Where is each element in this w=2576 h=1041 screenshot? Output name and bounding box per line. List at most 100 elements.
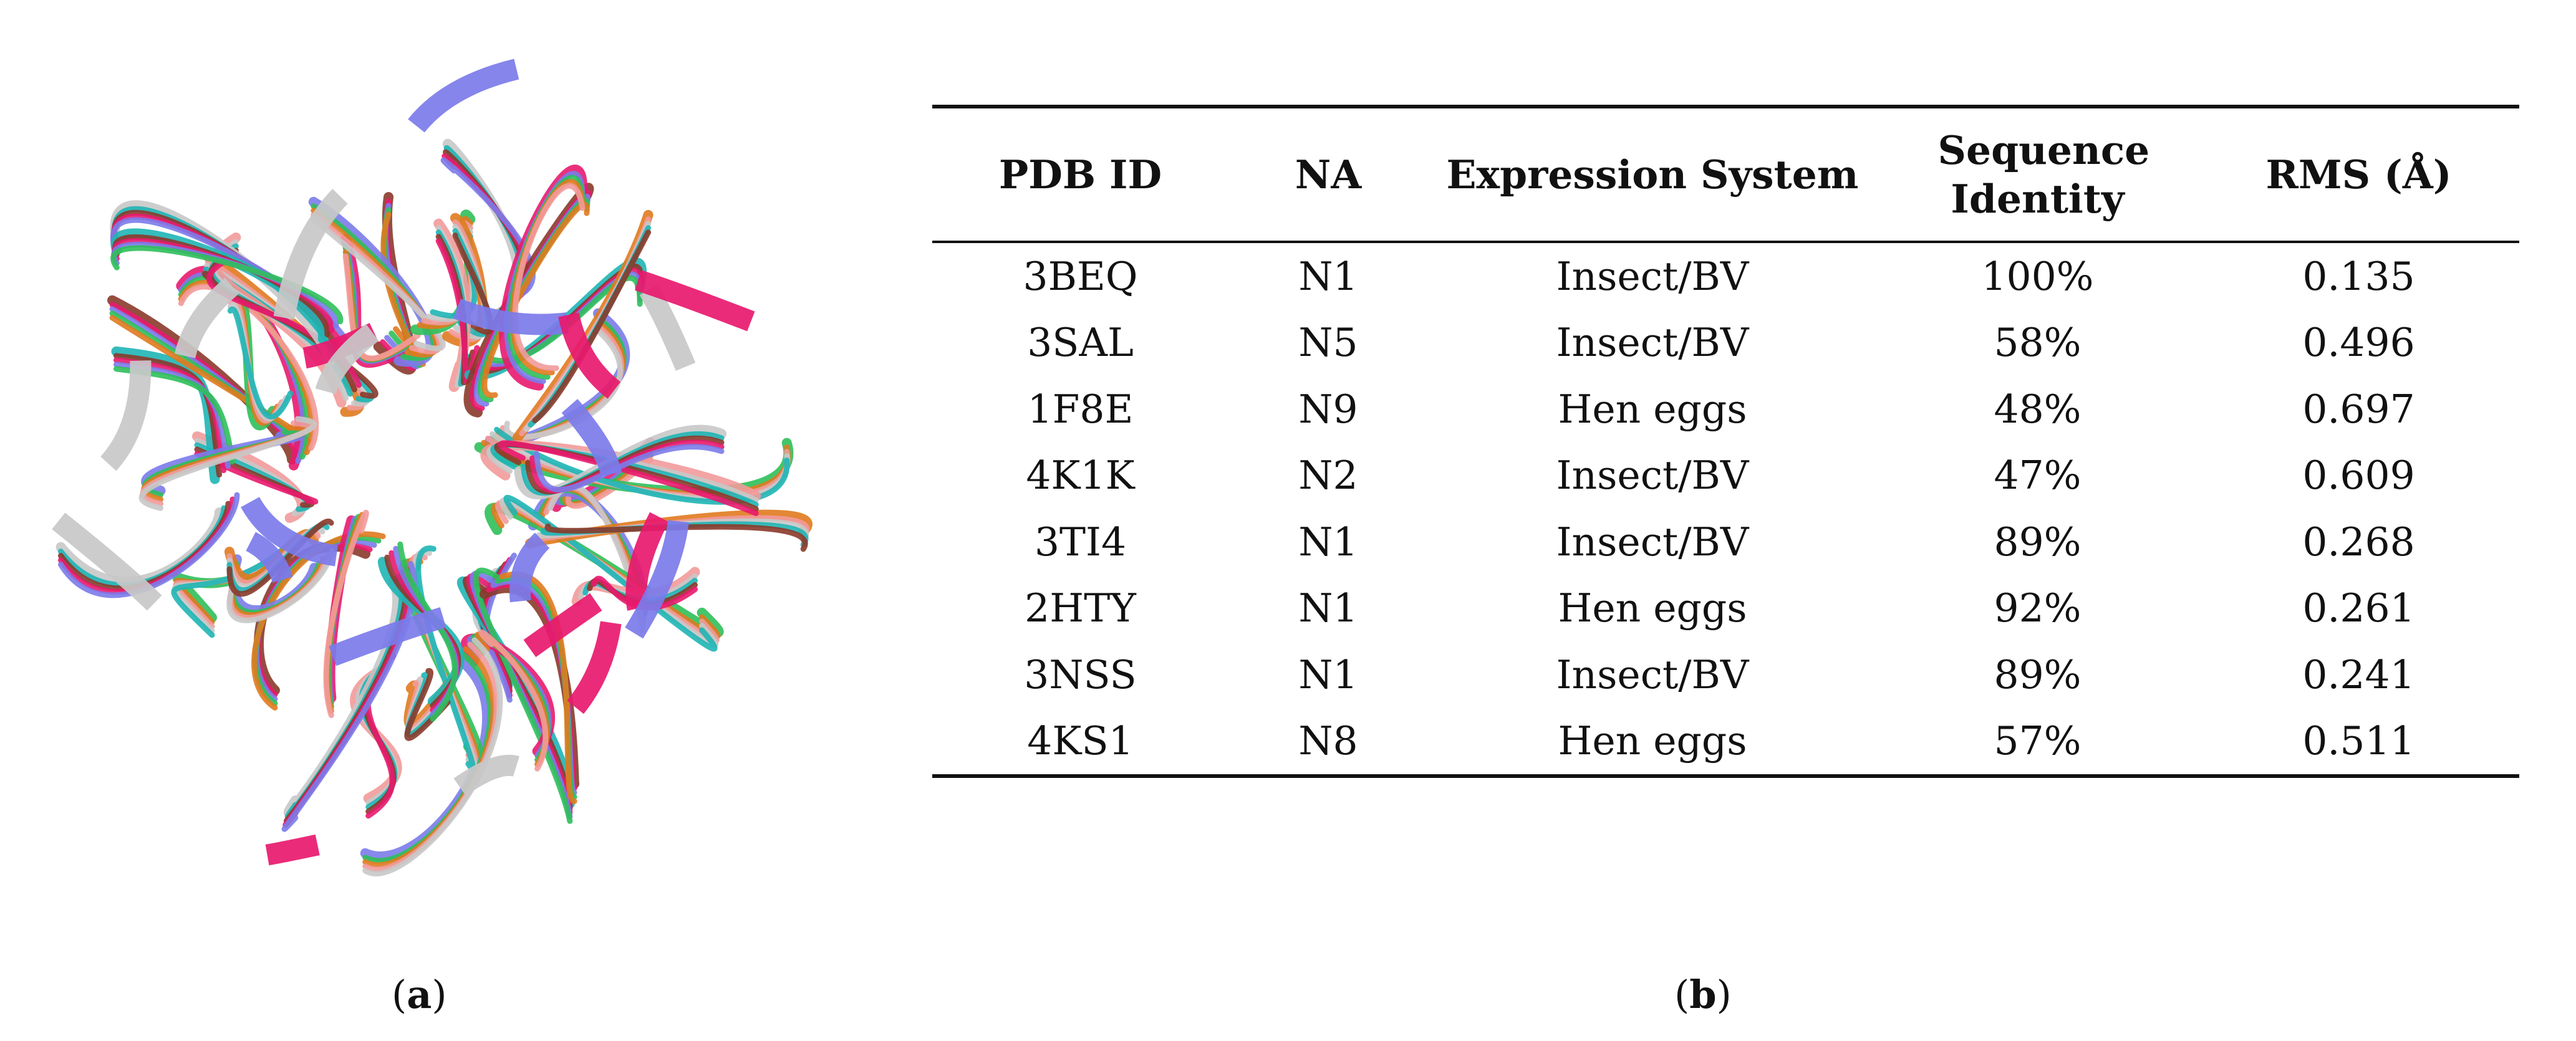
cell-rms: 0.135 (2302, 253, 2415, 299)
panel-b-letter: b (1689, 972, 1717, 1017)
table-row: 3SAL N5 Insect/BV 58% 0.496 (932, 310, 2519, 377)
beta-strand-ribbon (52, 512, 162, 611)
beta-strand-ribbon (639, 284, 696, 371)
cell-rms: 0.241 (2302, 651, 2415, 698)
cell-pdb-id: 4K1K (1026, 453, 1135, 499)
header-rms: RMS (Å) (2265, 151, 2452, 198)
cell-expression-system: Insect/BV (1556, 453, 1749, 499)
beta-strand-ribbon (509, 532, 550, 603)
panel-a-letter: a (407, 972, 432, 1017)
cell-expression-system: Insect/BV (1556, 651, 1749, 698)
ribbon-loop (534, 444, 725, 493)
beta-strand-ribbon (175, 277, 239, 359)
beta-strand-ribbon (241, 496, 339, 567)
beta-strand-ribbon (453, 299, 569, 335)
ribbon-loop (452, 233, 494, 335)
cell-rms: 0.261 (2302, 585, 2415, 631)
cell-pdb-id: 3TI4 (1034, 519, 1127, 565)
ribbon-loop (138, 416, 317, 511)
header-expression-system: Expression System (1446, 151, 1859, 198)
ribbon-loop (226, 547, 335, 623)
cell-expression-system: Insect/BV (1556, 519, 1749, 565)
ribbon-loop (503, 494, 718, 652)
cell-pdb-id: 3NSS (1024, 651, 1137, 698)
ribbon-loop (171, 537, 296, 638)
cell-expression-system: Hen eggs (1558, 585, 1747, 631)
header-pdb-id: PDB ID (998, 151, 1162, 198)
ribbon-loop (591, 575, 698, 611)
cell-rms: 0.511 (2302, 718, 2415, 764)
ribbon-loop (284, 573, 405, 820)
beta-strand-ribbon (567, 621, 622, 714)
ribbon-loop (397, 541, 458, 722)
cell-expression-system: Hen eggs (1558, 386, 1747, 432)
beta-strand-ribbon (273, 189, 348, 320)
pdb-comparison-table: PDB ID NA Expression System Sequence Ide… (932, 105, 2519, 778)
cell-na: N1 (1298, 253, 1358, 299)
ribbon-loop (499, 572, 577, 804)
ribbon-loop (440, 157, 536, 300)
ribbon-loop (512, 183, 586, 372)
cell-expression-system: Insect/BV (1556, 253, 1749, 299)
cell-pdb-id: 3SAL (1027, 320, 1134, 366)
ribbon-loop (311, 216, 446, 352)
table-row: 3TI4 N1 Insect/BV 89% 0.268 (932, 509, 2519, 575)
cell-pdb-id: 2HTY (1025, 585, 1136, 631)
table-row: 3NSS N1 Insect/BV 89% 0.241 (932, 641, 2519, 708)
ribbon-loop (404, 668, 451, 741)
ribbon-loop (57, 492, 240, 598)
beta-strand-ribbon (558, 312, 621, 399)
cell-sequence-identity: 100% (1981, 253, 2094, 299)
ribbon-loop (362, 637, 503, 876)
cell-na: N2 (1298, 453, 1358, 499)
cell-sequence-identity: 47% (1994, 453, 2082, 499)
superposed-ribbon-structures (52, 59, 813, 876)
protein-structure-image (0, 0, 848, 910)
ribbon-loop (227, 306, 294, 420)
ribbon-loop (110, 245, 344, 325)
cell-expression-system: Insect/BV (1556, 320, 1749, 366)
cell-sequence-identity: 89% (1994, 651, 2082, 698)
cell-sequence-identity: 57% (1994, 718, 2082, 764)
beta-strand-ribbon (634, 270, 755, 332)
cell-rms: 0.496 (2302, 320, 2415, 366)
panel-b-caption: (b) (1674, 972, 1732, 1017)
table-row: 4K1K N2 Insect/BV 47% 0.609 (932, 443, 2519, 509)
cell-na: N1 (1298, 585, 1358, 631)
cell-na: N9 (1298, 386, 1358, 432)
beta-strand-ribbon (245, 532, 293, 583)
table-header: PDB ID NA Expression System Sequence Ide… (932, 107, 2519, 242)
panel-a-caption: (a) (392, 972, 447, 1017)
table-row: 4KS1 N8 Hen eggs 57% 0.511 (932, 708, 2519, 776)
beta-strand-ribbon (523, 593, 602, 658)
header-sequence-identity: Sequence Identity (1877, 107, 2198, 242)
beta-strand-ribbon (561, 398, 622, 477)
beta-strand-ribbon (265, 834, 320, 866)
cell-expression-system: Hen eggs (1558, 718, 1747, 764)
cell-rms: 0.609 (2302, 453, 2415, 499)
table-header-row: PDB ID NA Expression System Sequence Ide… (932, 107, 2519, 242)
beta-strand-ribbon (315, 324, 379, 395)
beta-strand-ribbon (329, 607, 446, 666)
cell-pdb-id: 1F8E (1027, 386, 1134, 432)
cell-sequence-identity: 89% (1994, 519, 2082, 565)
ribbon-loop (415, 545, 476, 772)
table-row: 3BEQ N1 Insect/BV 100% 0.135 (932, 242, 2519, 310)
ribbon-loop (478, 630, 549, 772)
cell-na: N8 (1298, 718, 1358, 764)
cell-sequence-identity: 58% (1994, 320, 2082, 366)
pdb-comparison-table-container: PDB ID NA Expression System Sequence Ide… (932, 105, 2519, 778)
cell-pdb-id: 4KS1 (1027, 718, 1134, 764)
ribbon-loop (498, 440, 759, 517)
cell-na: N5 (1298, 320, 1358, 366)
ribbon-loop (178, 284, 319, 451)
cell-na: N1 (1298, 651, 1358, 698)
cell-na: N1 (1298, 519, 1358, 565)
ribbon-loop (283, 576, 402, 818)
cell-rms: 0.268 (2302, 519, 2415, 565)
ribbon-loop (323, 509, 369, 718)
cell-pdb-id: 3BEQ (1023, 253, 1138, 299)
